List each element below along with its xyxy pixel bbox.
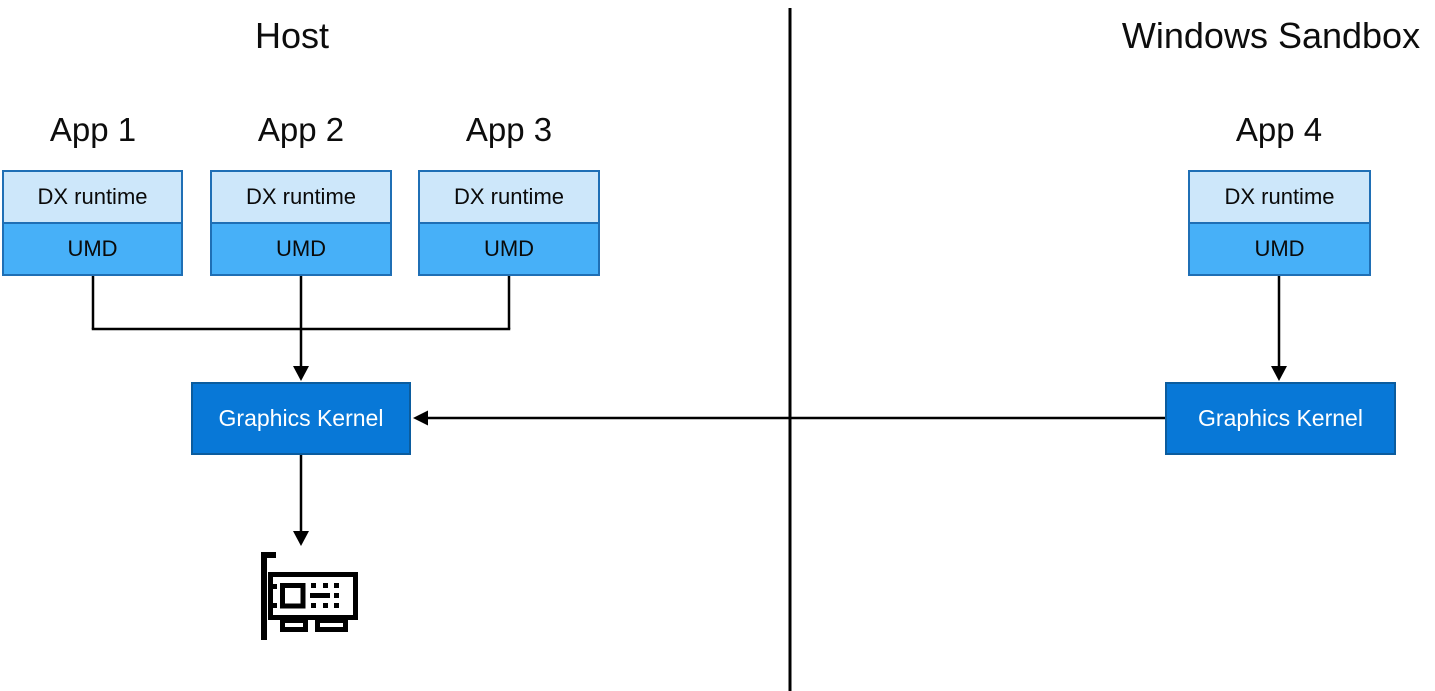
app2-card: DX runtime UMD <box>210 170 392 276</box>
app3-label: App 3 <box>465 111 553 148</box>
app2-dx-runtime-layer: DX runtime <box>212 172 390 224</box>
app1-umd-layer: UMD <box>4 224 181 274</box>
app2-label: App 2 <box>257 111 345 148</box>
app4-card: DX runtime UMD <box>1188 170 1371 276</box>
app3-card: DX runtime UMD <box>418 170 600 276</box>
app3-dx-runtime-layer: DX runtime <box>420 172 598 224</box>
app2-umd-layer: UMD <box>212 224 390 274</box>
app4-dx-runtime-layer: DX runtime <box>1190 172 1369 224</box>
host-section-title: Host <box>254 15 330 56</box>
gpu-card-icon <box>261 552 358 640</box>
host-graphics-kernel-box: Graphics Kernel <box>191 382 411 455</box>
app3-umd-layer: UMD <box>420 224 598 274</box>
sandbox-graphics-kernel-box: Graphics Kernel <box>1165 382 1396 455</box>
app1-dx-runtime-layer: DX runtime <box>4 172 181 224</box>
app4-umd-layer: UMD <box>1190 224 1369 274</box>
app4-to-kernel-arrowhead <box>1271 366 1287 381</box>
app4-label: App 4 <box>1235 111 1323 148</box>
sandbox-kernel-to-host-kernel-arrowhead <box>413 410 428 426</box>
app1-card: DX runtime UMD <box>2 170 183 276</box>
app2-to-kernel-arrowhead <box>293 366 309 381</box>
sandbox-section-title: Windows Sandbox <box>1121 15 1421 56</box>
app1-label: App 1 <box>49 111 137 148</box>
kernel-to-gpu-arrowhead <box>293 531 309 546</box>
